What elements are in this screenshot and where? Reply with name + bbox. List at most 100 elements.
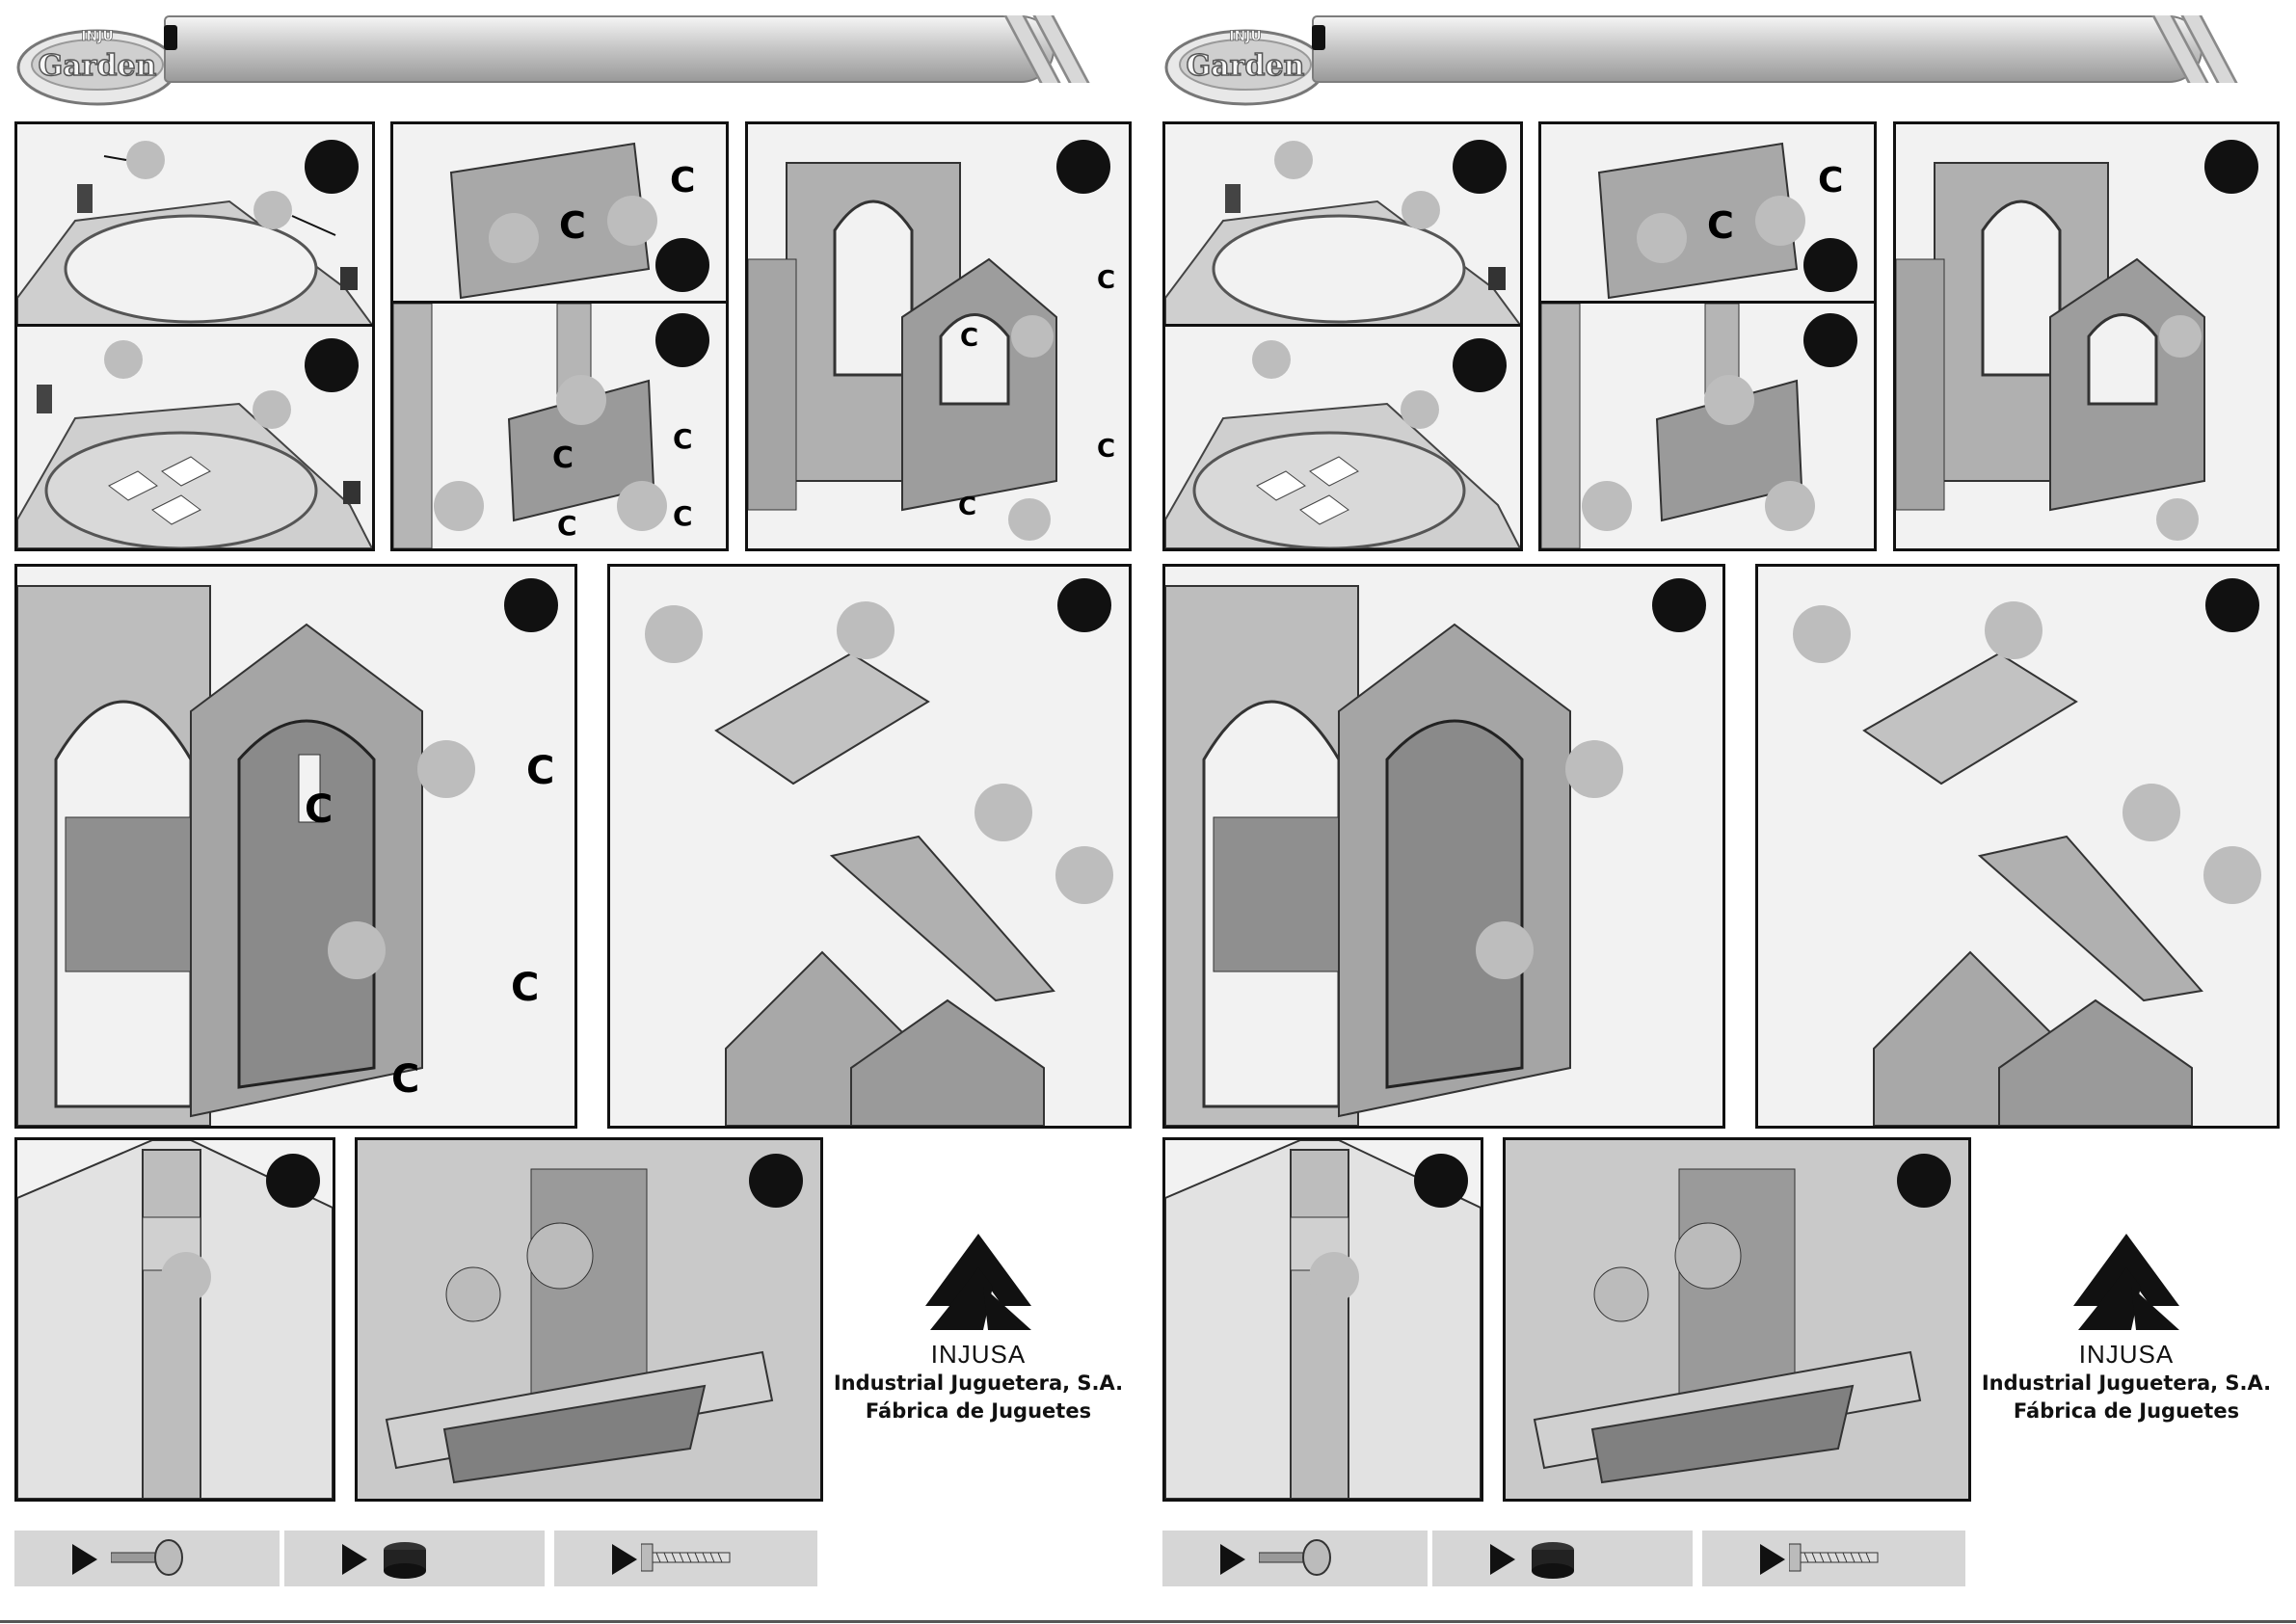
bolt-icon <box>1259 1538 1336 1577</box>
step-panel-roof <box>607 564 1132 1129</box>
step-panel-window-frame <box>1538 301 1877 551</box>
door-wall-illustration <box>1165 567 1722 1126</box>
svg-text:C: C <box>960 324 978 353</box>
company-name: INJUSA <box>1967 1340 2285 1370</box>
arrow-icon <box>1220 1544 1245 1575</box>
company-line-2: Fábrica de Juguetes <box>819 1398 1137 1425</box>
bottom-rule <box>1148 1620 2296 1623</box>
step-badge <box>1652 578 1706 632</box>
arrow-icon <box>1760 1544 1785 1575</box>
step-badge <box>655 238 709 292</box>
svg-text:C: C <box>526 749 554 793</box>
step-badge <box>1897 1154 1951 1208</box>
company-line-1: Industrial Juguetera, S.A. <box>819 1370 1137 1398</box>
step-panel-base-front <box>14 121 375 328</box>
cap-nut-icon <box>376 1538 434 1581</box>
cap-nut-icon <box>1524 1538 1582 1581</box>
flower-box-illustration <box>358 1140 820 1499</box>
svg-text:C: C <box>958 493 976 521</box>
step-panel-door-wall <box>1162 564 1725 1129</box>
step-panel-wall-panel: C C <box>1538 121 1877 306</box>
step-panel-corner <box>14 1137 335 1502</box>
step-badge <box>1453 140 1507 194</box>
svg-text:INJU: INJU <box>1229 29 1262 44</box>
step-badge <box>1453 338 1507 392</box>
svg-text:C: C <box>1818 161 1843 200</box>
step-panel-base-rear <box>14 324 375 551</box>
svg-text:C: C <box>305 787 333 832</box>
svg-text:C: C <box>670 161 695 200</box>
step-badge <box>2205 578 2259 632</box>
step-badge <box>749 1154 803 1208</box>
step-panel-roof <box>1755 564 2280 1129</box>
header-tab-marker <box>164 25 177 50</box>
legend-item-screw <box>554 1531 817 1586</box>
svg-text:C: C <box>559 204 586 247</box>
brand-block: INJUSA Industrial Juguetera, S.A. Fábric… <box>819 1234 1137 1425</box>
garden-logo: Garden INJU <box>15 12 179 108</box>
step-panel-base-front <box>1162 121 1523 328</box>
svg-text:C: C <box>673 423 693 455</box>
legend-item-cap-nut <box>284 1531 545 1586</box>
svg-text:C: C <box>391 1057 419 1102</box>
svg-text:C: C <box>1097 266 1115 295</box>
step-badge <box>1056 140 1110 194</box>
instruction-page-left: Garden INJU C <box>0 0 1148 1624</box>
step-panel-wall-panel: C C <box>390 121 729 306</box>
step-badge <box>1803 313 1857 367</box>
svg-text:Garden: Garden <box>1187 49 1305 83</box>
svg-text:C: C <box>557 510 577 542</box>
step-badge <box>305 140 359 194</box>
screw-icon <box>1789 1538 1895 1577</box>
header-bar <box>164 15 1055 83</box>
garden-logo: Garden INJU <box>1163 12 1327 108</box>
svg-text:C: C <box>1097 435 1115 464</box>
svg-text:C: C <box>673 500 693 532</box>
brand-block: INJUSA Industrial Juguetera, S.A. Fábric… <box>1967 1234 2285 1425</box>
header-tab-marker <box>1312 25 1325 50</box>
company-line-2: Fábrica de Juguetes <box>1967 1398 2285 1425</box>
step-panel-door-wall: C C C C <box>14 564 577 1129</box>
arrow-icon <box>1490 1544 1515 1575</box>
step-panel-corner <box>1162 1137 1483 1502</box>
company-name: INJUSA <box>819 1340 1137 1370</box>
step-badge <box>1057 578 1111 632</box>
step-badge <box>655 313 709 367</box>
bolt-icon <box>111 1538 188 1577</box>
flower-box-illustration <box>1506 1140 1968 1499</box>
instruction-page-right: Garden INJU C C <box>1148 0 2296 1624</box>
bottom-rule <box>0 1620 1148 1623</box>
arrow-icon <box>342 1544 367 1575</box>
injusa-logo <box>2073 1234 2179 1330</box>
step-badge <box>1803 238 1857 292</box>
header-bar <box>1312 15 2203 83</box>
step-panel-base-rear <box>1162 324 1523 551</box>
injusa-logo <box>925 1234 1031 1330</box>
step-panel-flower-box <box>1503 1137 1971 1502</box>
svg-text:C: C <box>511 966 539 1010</box>
step-badge <box>266 1154 320 1208</box>
legend-item-bolt <box>14 1531 280 1586</box>
roof-illustration <box>610 567 1129 1126</box>
step-badge <box>1414 1154 1468 1208</box>
svg-text:INJU: INJU <box>81 29 114 44</box>
step-panel-arch-wall <box>1893 121 2280 551</box>
legend-item-bolt <box>1162 1531 1428 1586</box>
step-badge <box>504 578 558 632</box>
step-badge <box>305 338 359 392</box>
svg-text:Garden: Garden <box>39 49 157 83</box>
company-line-1: Industrial Juguetera, S.A. <box>1967 1370 2285 1398</box>
door-wall-illustration: C C C C <box>17 567 574 1126</box>
step-badge <box>2204 140 2258 194</box>
legend-item-cap-nut <box>1432 1531 1693 1586</box>
svg-text:C: C <box>1707 204 1734 247</box>
legend-item-screw <box>1702 1531 1965 1586</box>
step-panel-window-frame: C C C C <box>390 301 729 551</box>
svg-text:C: C <box>552 441 574 475</box>
screw-icon <box>641 1538 747 1577</box>
arrow-icon <box>72 1544 97 1575</box>
step-panel-flower-box <box>355 1137 823 1502</box>
roof-illustration <box>1758 567 2277 1126</box>
step-panel-arch-wall: C C C C <box>745 121 1132 551</box>
arrow-icon <box>612 1544 637 1575</box>
